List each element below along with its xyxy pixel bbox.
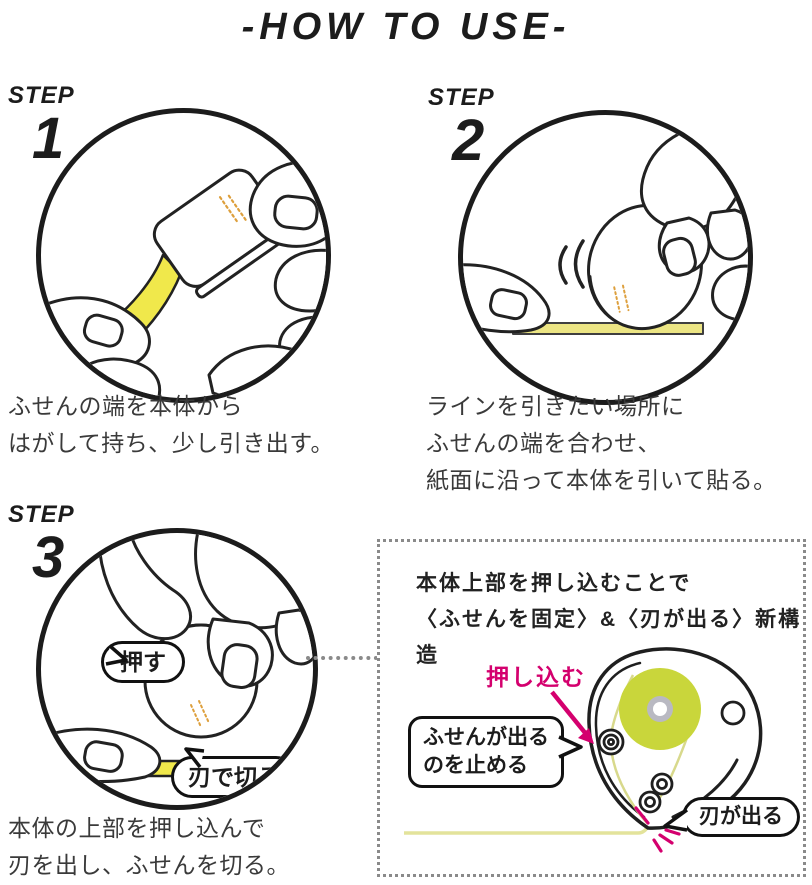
step1-number: 1 (32, 106, 65, 171)
mechanism-heading-line1: 本体上部を押し込むことで (416, 572, 692, 595)
blade-bubble-text: 刃が出る (699, 805, 783, 828)
step3-number: 3 (32, 525, 65, 590)
step3-caption: 本体の上部を押し込んで 刃を出し、ふせんを切る。 (8, 810, 290, 884)
press-bubble-text: 押す (120, 649, 166, 675)
motion-lines-icon (558, 239, 585, 289)
step3-illustration: 押す 刃で切る (36, 528, 318, 810)
step1-label: STEP 1 (8, 84, 75, 168)
sticky-roll (619, 668, 701, 750)
blade-sparkle-icon (634, 806, 681, 853)
step2-caption-line2: ふせんの端を合わせ、 (426, 430, 661, 456)
bubble-pointer-icon (184, 747, 205, 769)
right-hand (207, 160, 326, 398)
cut-bubble-text: 刃で切る (188, 764, 280, 790)
step1-caption-line2: はがして持ち、少し引き出す。 (8, 430, 335, 456)
step1-drawing (41, 160, 326, 398)
step1-caption-line1: ふせんの端を本体から (8, 393, 243, 419)
step1-illustration (36, 108, 331, 403)
step2-number: 2 (452, 108, 485, 173)
step2-caption: ラインを引きたい場所に ふせんの端を合わせ、 紙面に沿って本体を引いて貼る。 (426, 388, 777, 499)
rollers (597, 700, 746, 814)
left-fingertip (463, 263, 551, 334)
step2-word: STEP (428, 84, 495, 111)
step3-word: STEP (8, 501, 75, 528)
stop-bubble: ふせんが出る のを止める (408, 716, 583, 788)
page-title: -HOW TO USE- (241, 6, 571, 48)
step3-label: STEP 3 (8, 503, 75, 587)
step2-caption-line3: 紙面に沿って本体を引いて貼る。 (426, 467, 777, 493)
device-cross-section (404, 647, 763, 853)
step3-drawing (41, 533, 313, 784)
support-finger (41, 727, 162, 784)
push-arrow-icon (550, 690, 594, 744)
bubble-pointer-icon (663, 808, 689, 832)
pressing-hand (97, 533, 313, 689)
stop-bubble-line1: ふせんが出る (423, 726, 549, 749)
right-hand (639, 118, 748, 322)
bubble-pointer-icon (558, 735, 583, 759)
logo-dots-icon (218, 194, 249, 225)
dotted-connector (306, 656, 378, 660)
mechanism-heading-line2: 〈ふせんを固定〉&〈刃が出る〉新構造 (416, 608, 802, 667)
blade-bubble: 刃が出る (663, 797, 800, 837)
mechanism-box: 本体上部を押し込むことで 〈ふせんを固定〉&〈刃が出る〉新構造 押し込む ふせん… (377, 539, 806, 877)
step2-label: STEP 2 (428, 86, 495, 170)
bubble-pointer-icon (105, 644, 128, 666)
press-bubble: 押す (101, 641, 185, 683)
step1-caption: ふせんの端を本体から はがして持ち、少し引き出す。 (8, 388, 334, 462)
push-label: 押し込む (486, 664, 586, 690)
laid-tape-line (404, 823, 651, 835)
step2-caption-line1: ラインを引きたい場所に (426, 393, 685, 419)
left-hand (41, 296, 162, 398)
step2-illustration (458, 110, 753, 405)
mechanism-heading: 本体上部を押し込むことで 〈ふせんを固定〉&〈刃が出る〉新構造 (416, 566, 803, 674)
stop-bubble-line2: のを止める (423, 754, 528, 777)
logo-dots-icon (190, 700, 210, 728)
logo-dots-icon (613, 284, 630, 313)
step2-drawing (463, 118, 748, 335)
dispenser-body (152, 168, 286, 299)
step3-caption-line1: 本体の上部を押し込んで (8, 815, 266, 841)
cut-bubble: 刃で切る (171, 747, 297, 798)
step1-word: STEP (8, 82, 75, 109)
step3-caption-line2: 刃を出し、ふせんを切る。 (8, 852, 290, 878)
